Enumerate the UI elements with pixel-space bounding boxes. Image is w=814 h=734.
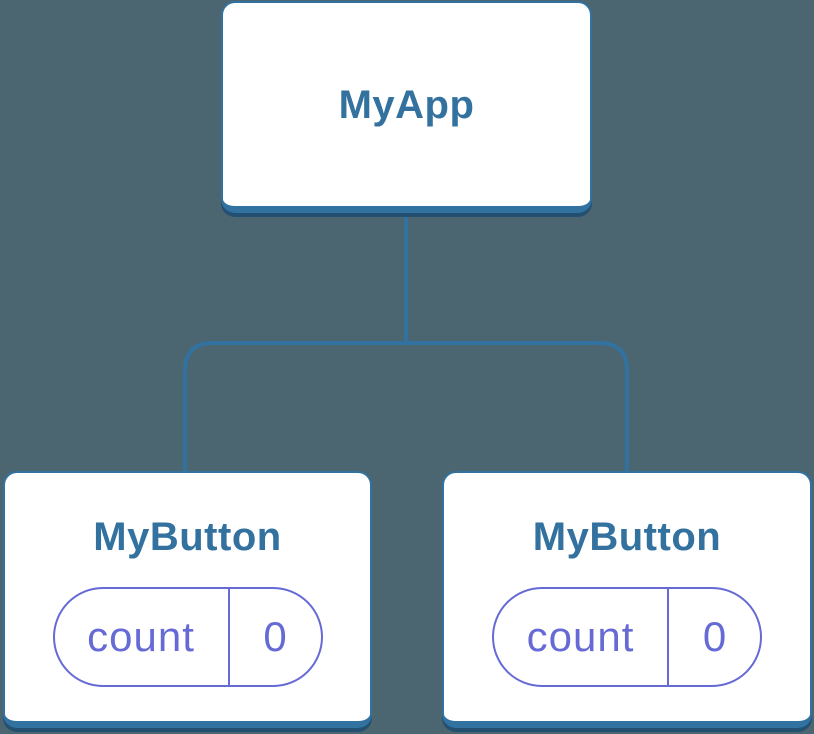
node-title: MyButton — [93, 515, 282, 559]
node-card-mybutton-2: MyButton count 0 — [442, 471, 812, 728]
state-value: 0 — [263, 613, 287, 660]
state-value: 0 — [702, 613, 727, 660]
state-pill: count 0 — [52, 587, 323, 687]
state-key-label: count — [55, 589, 230, 685]
state-pill: count 0 — [492, 587, 762, 687]
node-card-myapp: MyApp — [221, 1, 592, 213]
state-key-label: count — [494, 589, 669, 685]
node-title: MyButton — [532, 515, 722, 559]
branch-line — [183, 341, 629, 472]
node-card-mybutton-1: MyButton count 0 — [3, 471, 372, 728]
node-title: MyApp — [338, 82, 475, 127]
